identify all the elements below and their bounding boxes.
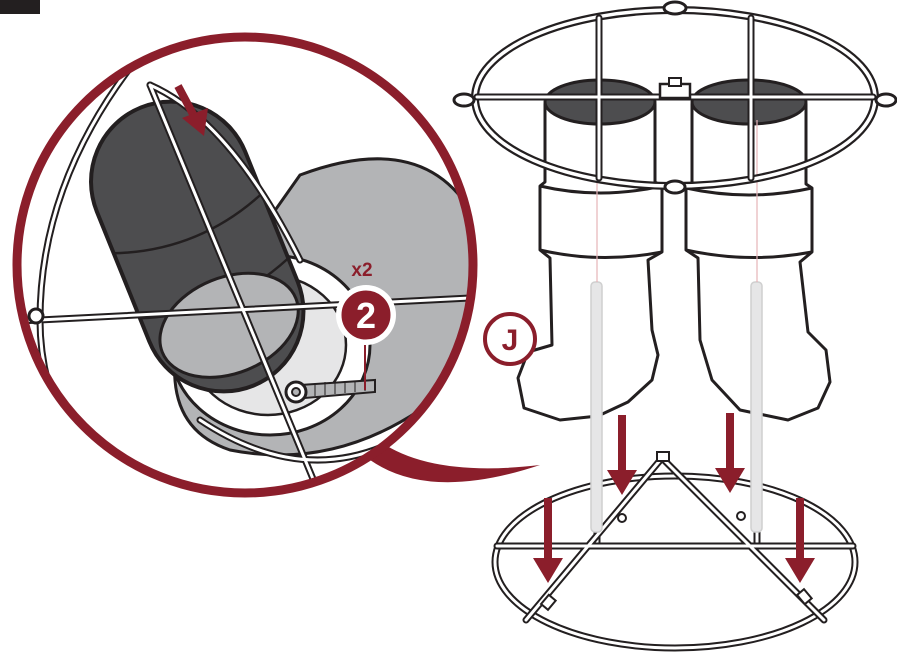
zip-tie [284, 345, 376, 404]
corner-tab [0, 0, 40, 14]
zoom-callout: 2 x2 [12, 32, 540, 498]
part-label-j: J [483, 312, 537, 366]
zoom-insert-arrow [174, 84, 208, 136]
bottom-ring [491, 451, 859, 652]
quantity-label: x2 [351, 260, 372, 281]
left-boot [516, 78, 664, 422]
zoom-border [12, 32, 478, 498]
callout-tail [360, 440, 540, 483]
step-badge: 2 [336, 285, 396, 345]
hidden-rods [590, 120, 763, 533]
main-assembly: J [452, 0, 897, 652]
insert-arrows [533, 413, 815, 583]
top-ring [452, 0, 897, 195]
part-label-text: J [502, 324, 519, 357]
step-number: 2 [356, 295, 376, 336]
